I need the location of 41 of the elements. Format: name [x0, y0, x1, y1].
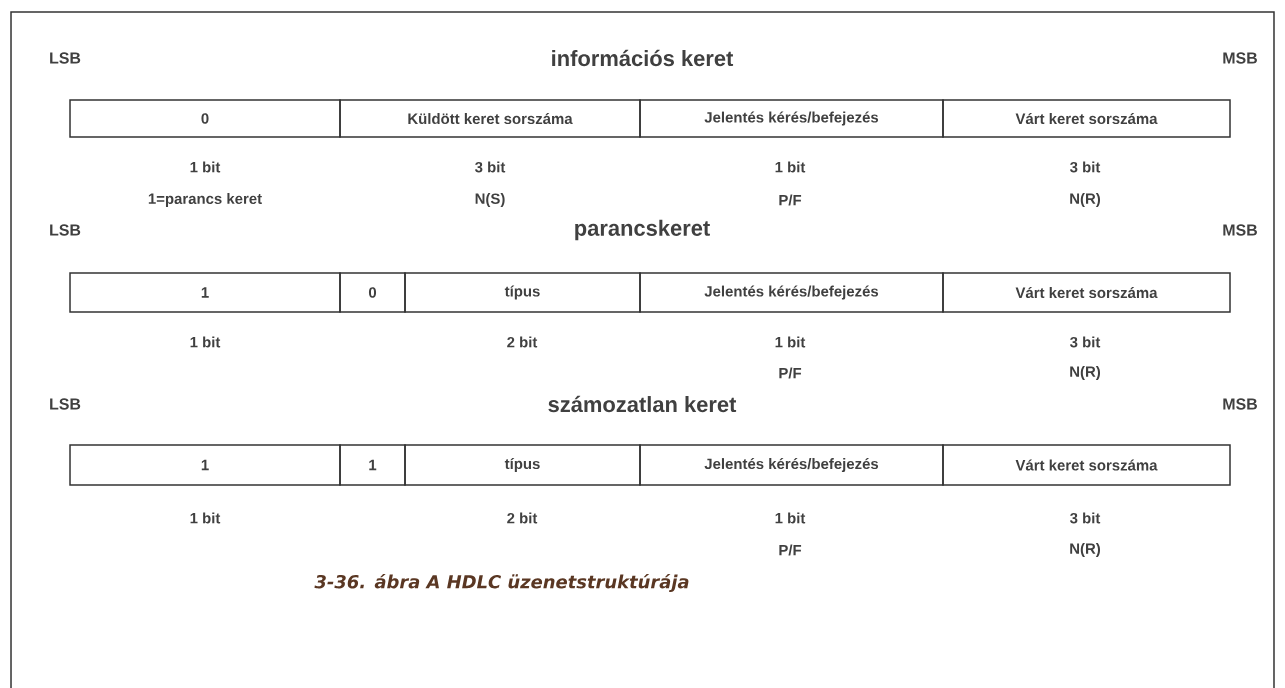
field-cell: típus [404, 444, 641, 486]
field-label: 3 bit [1070, 336, 1101, 348]
field-label: 1 bit [775, 512, 806, 524]
bit-order-label: LSB [50, 398, 81, 410]
field-label: 2 bit [507, 512, 538, 524]
field-label: P/F [779, 544, 802, 556]
bit-order-label: LSB [50, 52, 81, 64]
field-label: 1 bit [775, 336, 806, 348]
frame-title: parancskeret [575, 219, 710, 241]
field-cell: 1 [69, 444, 341, 486]
field-cell: Jelentés kérés/befejezés [639, 444, 944, 486]
caption: 3-36. ábra A HDLC üzenetstruktúrája [314, 573, 689, 593]
field-label: 3 bit [1070, 512, 1101, 524]
field-cell: 1 [69, 272, 341, 313]
field-cell: 1 [339, 444, 406, 486]
field-label: 3 bit [1070, 161, 1101, 173]
field-cell: típus [404, 272, 641, 313]
field-cell: Várt keret sorszáma [942, 444, 1231, 486]
field-cell: Várt keret sorszáma [942, 99, 1231, 138]
frame-title: számozatlan keret [548, 395, 737, 413]
field-label: 1 bit [775, 161, 806, 173]
bit-order-label: MSB [1223, 398, 1257, 410]
field-label: P/F [779, 367, 802, 379]
field-cell: Jelentés kérés/befejezés [639, 99, 944, 138]
field-cell: 0 [339, 272, 406, 313]
field-cell: 0 [69, 99, 341, 138]
field-label: 1=parancs keret [148, 193, 262, 207]
field-label: 3 bit [475, 161, 506, 173]
field-label: N(S) [475, 193, 505, 207]
field-label: N(R) [1070, 193, 1100, 207]
bit-order-label: MSB [1223, 224, 1257, 236]
field-label: N(R) [1070, 366, 1100, 380]
field-label: 2 bit [507, 336, 538, 348]
bit-order-label: LSB [50, 224, 81, 236]
field-label: N(R) [1070, 543, 1100, 557]
field-label: P/F [779, 194, 802, 206]
field-cell: Várt keret sorszáma [942, 272, 1231, 313]
field-cell: Jelentés kérés/befejezés [639, 272, 944, 313]
bit-order-label: MSB [1223, 52, 1257, 64]
frame-title: információs keret [552, 49, 734, 67]
field-cell: Küldött keret sorszáma [339, 99, 641, 138]
